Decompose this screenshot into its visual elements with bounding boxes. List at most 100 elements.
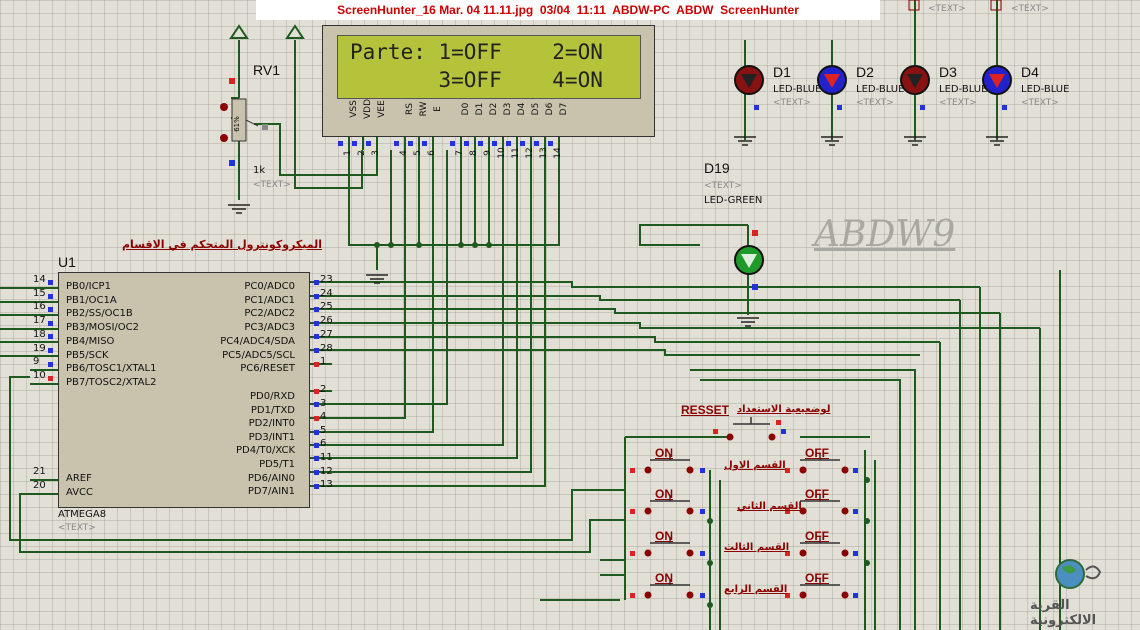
mcu-pin-number: 15 bbox=[33, 287, 46, 299]
mcu-pin-number: 12 bbox=[320, 465, 333, 477]
top-text-2: <TEXT> bbox=[1011, 4, 1049, 14]
led-d3-label: D3 bbox=[939, 64, 957, 80]
mcu-text: <TEXT> bbox=[58, 523, 96, 533]
push-buttons[interactable] bbox=[650, 454, 840, 586]
led-d19-label: D19 bbox=[704, 160, 730, 176]
reset-button[interactable] bbox=[713, 417, 786, 441]
push-button-markers bbox=[630, 468, 858, 598]
mcu-pin-number: 18 bbox=[33, 328, 46, 340]
lcd-pin-name: E bbox=[433, 106, 443, 112]
mcu-pin-number: 6 bbox=[320, 438, 327, 450]
lcd-pin-name: D2 bbox=[489, 102, 499, 116]
mcu-pin-name: PD7/AIN1 bbox=[247, 486, 295, 498]
lcd-pin-name: D4 bbox=[517, 102, 527, 116]
mcu-pin-name: AREF bbox=[66, 473, 92, 484]
lcd-pin-number: 12 bbox=[525, 147, 535, 159]
led-d2-text: <TEXT> bbox=[856, 98, 894, 108]
watermark: ABDW9 bbox=[814, 214, 956, 255]
mcu-pin-name: PC2/ADC2 bbox=[244, 308, 295, 320]
mcu-pin-name: PC6/RESET bbox=[240, 363, 295, 375]
village-logo-icon bbox=[1055, 559, 1102, 589]
lcd-pin-name: VSS bbox=[349, 100, 359, 118]
led-d4-text: <TEXT> bbox=[1021, 98, 1059, 108]
mcu-pin-number: 20 bbox=[33, 480, 46, 491]
mcu-pin-name: PD4/T0/XCK bbox=[236, 445, 295, 457]
mcu-pin-name: PD6/AIN0 bbox=[247, 472, 295, 484]
lcd-pin-name: D6 bbox=[545, 102, 555, 116]
lcd-pin-name: D1 bbox=[475, 102, 485, 116]
mcu-pin-markers bbox=[48, 280, 319, 489]
led-d19-type: LED-GREEN bbox=[704, 195, 763, 206]
off-label-2: OFF bbox=[805, 487, 829, 501]
push-button-contacts bbox=[644, 466, 849, 599]
mcu-part: ATMEGA8 bbox=[58, 509, 107, 520]
lcd-pin-markers bbox=[338, 141, 553, 146]
mcu-pin-name: PC4/ADC4/SDA bbox=[220, 335, 295, 347]
mcu-pin-number: 10 bbox=[33, 369, 46, 381]
mcu-pin-number: 27 bbox=[320, 328, 333, 340]
lcd-display[interactable]: Parte: 1=OFF 2=ON 3=OFF 4=ON bbox=[322, 25, 655, 137]
mcu-pin-number: 23 bbox=[320, 274, 333, 285]
mcu-pin-name: PB7/TOSC2/XTAL2 bbox=[66, 376, 157, 388]
lcd-line-1: Parte: 1=OFF 2=ON bbox=[350, 40, 603, 64]
potentiometer-rv1[interactable]: 61% bbox=[220, 78, 268, 166]
on-label-3: ON bbox=[655, 529, 673, 543]
mcu-pin-number: 26 bbox=[320, 315, 333, 327]
power-terminals bbox=[229, 24, 305, 39]
mcu-pin-name: PD0/RXD bbox=[250, 391, 295, 402]
lcd-pin-name: RW bbox=[419, 101, 429, 117]
lcd-pin-number: 6 bbox=[427, 150, 437, 156]
mcu-pin-number: 5 bbox=[320, 424, 327, 436]
mcu-pin-name: PD3/INT1 bbox=[248, 431, 295, 443]
rv1-text: <TEXT> bbox=[253, 180, 291, 190]
mcu-pin-name: PB2/SS/OC1B bbox=[66, 308, 133, 320]
mcu-ref: U1 bbox=[58, 254, 76, 270]
lcd-pin-name: D3 bbox=[503, 102, 513, 116]
mcu-pin-number: 17 bbox=[33, 315, 46, 327]
led-d2[interactable] bbox=[817, 65, 847, 110]
led-d2-type: LED-BLUE bbox=[856, 84, 905, 95]
lcd-pin-name: D5 bbox=[531, 102, 541, 116]
rv1-value: 1k bbox=[253, 165, 266, 176]
mcu-pin-name: PB5/SCK bbox=[66, 349, 109, 361]
lcd-pin-number: 2 bbox=[357, 150, 367, 156]
lcd-pin-number: 7 bbox=[455, 150, 465, 156]
lcd-pin-number: 11 bbox=[511, 147, 521, 159]
mcu-pin-name: PB1/OC1A bbox=[66, 294, 117, 306]
off-label-1: OFF bbox=[805, 446, 829, 460]
led-d3[interactable] bbox=[900, 65, 930, 110]
lcd-line-2: 3=OFF 4=ON bbox=[350, 68, 603, 92]
mcu-pin-name: PC0/ADC0 bbox=[244, 281, 295, 292]
section-label-1: القسم الاول bbox=[724, 460, 786, 471]
lcd-pin-name: D7 bbox=[559, 102, 569, 116]
mcu-pin-name: PD2/INT0 bbox=[248, 418, 295, 430]
led-d19-text: <TEXT> bbox=[704, 181, 742, 191]
led-d4[interactable] bbox=[982, 65, 1012, 110]
led-d1-type: LED-BLUE bbox=[773, 84, 822, 95]
lcd-pin-name: VEE bbox=[377, 100, 387, 118]
lcd-pin-number: 4 bbox=[399, 150, 409, 156]
led-d3-type: LED-BLUE bbox=[939, 84, 988, 95]
led-d1[interactable] bbox=[734, 65, 764, 110]
mcu-pin-name: PB3/MOSI/OC2 bbox=[66, 322, 140, 334]
lcd-pin-name: VDD bbox=[363, 98, 373, 120]
off-label-3: OFF bbox=[805, 529, 829, 543]
lcd-screen: Parte: 1=OFF 2=ON 3=OFF 4=ON bbox=[337, 35, 641, 99]
mcu-chip[interactable] bbox=[58, 272, 310, 508]
wires bbox=[0, 0, 1061, 630]
mcu-pin-number: 25 bbox=[320, 301, 333, 313]
mcu-pin-name: PC3/ADC3 bbox=[244, 322, 295, 334]
section-label-4: القسم الرابع bbox=[724, 584, 788, 595]
mcu-pin-stubs bbox=[30, 281, 332, 495]
mcu-pin-name: PC1/ADC1 bbox=[244, 294, 295, 306]
svg-text:61%: 61% bbox=[233, 116, 241, 132]
led-d19[interactable] bbox=[734, 230, 764, 290]
mcu-pin-name: AVCC bbox=[66, 487, 94, 498]
lcd-pin-number: 3 bbox=[371, 150, 381, 156]
lcd-pin-number: 8 bbox=[469, 150, 479, 156]
mcu-pin-number: 16 bbox=[33, 301, 46, 313]
top-text-1: <TEXT> bbox=[928, 4, 966, 14]
lcd-pin-number: 13 bbox=[539, 147, 549, 159]
on-label-1: ON bbox=[655, 446, 673, 460]
